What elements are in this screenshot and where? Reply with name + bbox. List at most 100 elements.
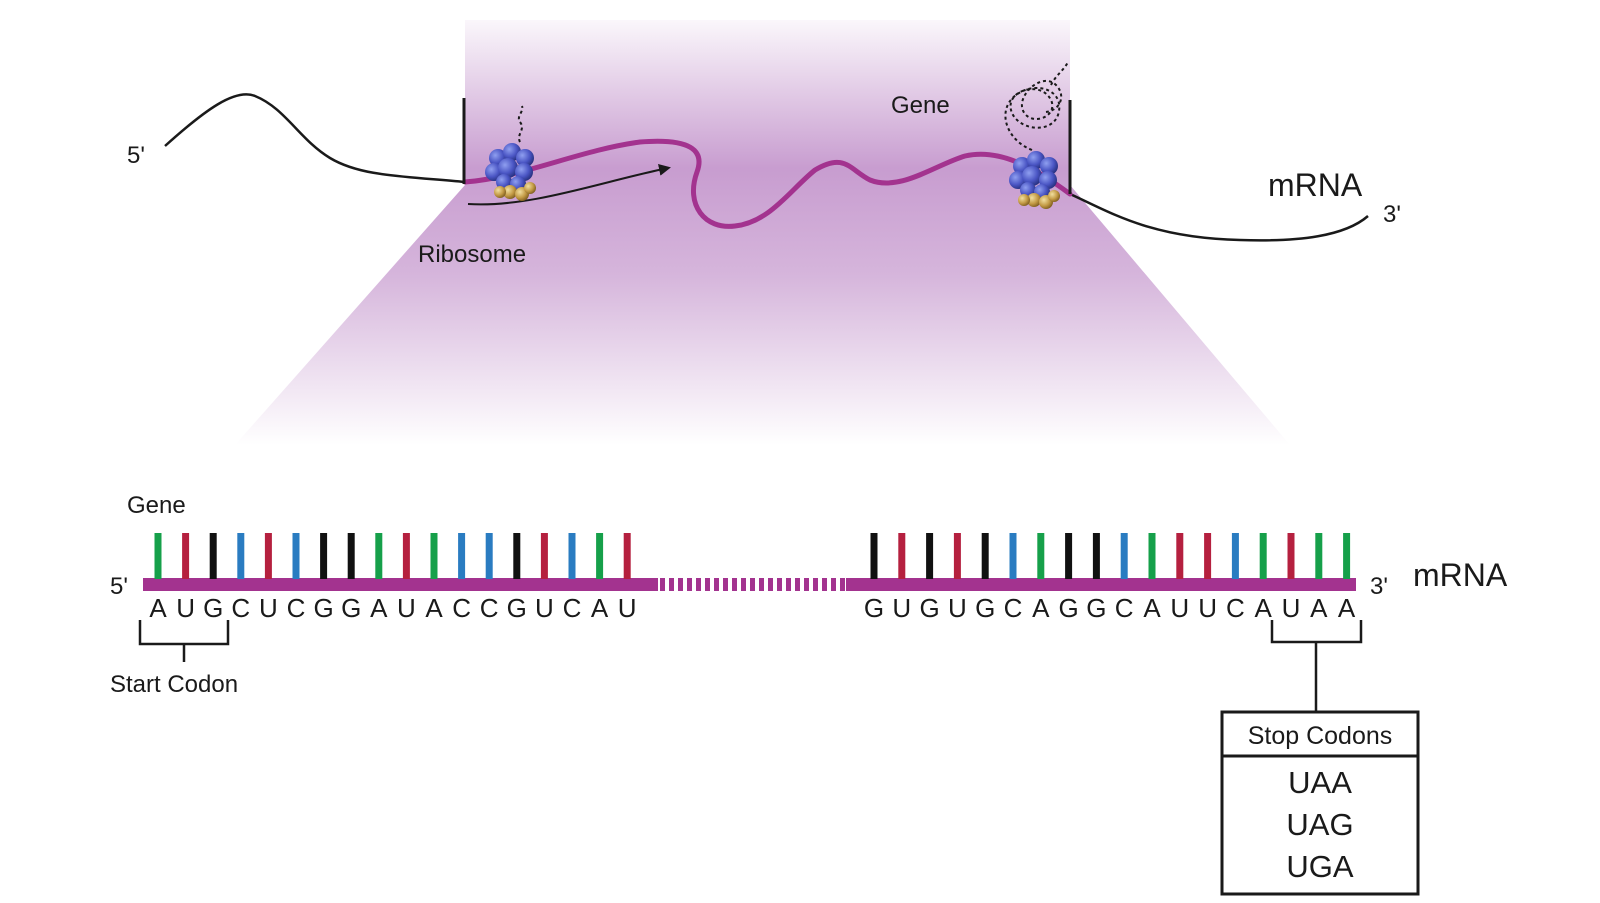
omitted-sequence-dash	[822, 578, 827, 591]
left-base-bar	[623, 533, 631, 579]
left-base-bar	[485, 533, 493, 579]
left-base-bar	[402, 533, 410, 579]
right-base-letter: A	[1338, 593, 1356, 623]
right-base-bar	[1343, 533, 1351, 579]
right-base-letter: C	[1115, 593, 1134, 623]
right-base-bar	[1204, 533, 1212, 579]
base-bars-right	[870, 533, 1351, 579]
left-base-bar	[375, 533, 383, 579]
left-base-letter: U	[259, 593, 278, 623]
omitted-sequence-dash	[795, 578, 800, 591]
left-base-letter: A	[149, 593, 167, 623]
omitted-sequence-dash	[669, 578, 674, 591]
omitted-sequence-dash	[741, 578, 746, 591]
right-base-letter: A	[1143, 593, 1161, 623]
right-base-bar	[1231, 533, 1239, 579]
omitted-sequence-dash	[786, 578, 791, 591]
omitted-sequence-dash	[750, 578, 755, 591]
left-base-letter: U	[397, 593, 416, 623]
mrna-strand-left	[164, 93, 466, 184]
omitted-sequence-dash	[840, 578, 845, 591]
omitted-sequence-dash	[687, 578, 692, 591]
omitted-sequence-dash	[696, 578, 701, 591]
left-base-letter: A	[425, 593, 443, 623]
top-ribosome-label: Ribosome	[418, 241, 526, 268]
left-base-bar	[182, 533, 190, 579]
left-base-letter: C	[480, 593, 499, 623]
left-base-bar	[154, 533, 162, 579]
left-base-letter: C	[563, 593, 582, 623]
start-codon-label: Start Codon	[110, 671, 238, 698]
left-base-bar	[237, 533, 245, 579]
right-base-bar	[1259, 533, 1267, 579]
mrna-backbone-right	[846, 578, 1356, 591]
left-base-letter: U	[535, 593, 554, 623]
right-base-letter: U	[1282, 593, 1301, 623]
right-base-bar	[1092, 533, 1100, 579]
left-base-letter: C	[231, 593, 250, 623]
right-base-bar	[1176, 533, 1184, 579]
right-base-letter: A	[1255, 593, 1273, 623]
left-base-letter: A	[370, 593, 388, 623]
right-base-bar	[981, 533, 989, 579]
ribosome-with-polypeptide-icon	[1004, 61, 1069, 209]
left-base-letter: G	[203, 593, 223, 623]
left-base-letter: U	[618, 593, 637, 623]
bottom-three-prime-label: 3'	[1370, 573, 1388, 600]
stop-codon-1: UAA	[1288, 765, 1352, 800]
top-three-prime-label: 3'	[1383, 201, 1401, 228]
right-base-letter: U	[948, 593, 967, 623]
omitted-sequence-dash	[732, 578, 737, 591]
mrna-strand-right	[1069, 192, 1369, 242]
omitted-sequence-dash	[759, 578, 764, 591]
omitted-sequence-dashes	[660, 578, 845, 591]
left-base-letter: C	[452, 593, 471, 623]
omitted-sequence-dash	[723, 578, 728, 591]
bottom-mrna-label: mRNA	[1413, 557, 1508, 593]
right-base-letter: U	[892, 593, 911, 623]
right-base-bar	[1148, 533, 1156, 579]
right-base-letter: G	[864, 593, 884, 623]
right-base-bar	[1037, 533, 1045, 579]
bottom-five-prime-label: 5'	[110, 573, 128, 600]
stop-codons-box	[1220, 710, 1420, 896]
left-base-bar	[430, 533, 438, 579]
mrna-backbone-left	[143, 578, 658, 591]
direction-arrow	[467, 163, 671, 206]
omitted-sequence-dash	[777, 578, 782, 591]
left-base-letter: G	[313, 593, 333, 623]
right-base-letter: G	[1086, 593, 1106, 623]
right-base-letter: G	[975, 593, 995, 623]
right-base-bar	[870, 533, 878, 579]
right-base-letter: G	[1058, 593, 1078, 623]
top-five-prime-label: 5'	[127, 142, 145, 169]
left-base-letter: G	[341, 593, 361, 623]
left-base-letter: A	[591, 593, 609, 623]
magnification-beam	[235, 20, 1290, 445]
right-base-letter: U	[1198, 593, 1217, 623]
left-base-bar	[513, 533, 521, 579]
left-base-bar	[458, 533, 466, 579]
right-base-bar	[1287, 533, 1295, 579]
left-base-letter: G	[507, 593, 527, 623]
stop-codons-title: Stop Codons	[1248, 722, 1393, 750]
right-base-bar	[953, 533, 961, 579]
right-base-bar	[1065, 533, 1073, 579]
omitted-sequence-dash	[660, 578, 665, 591]
right-base-letter: G	[919, 593, 939, 623]
right-base-bar	[1315, 533, 1323, 579]
top-gene-label: Gene	[891, 92, 950, 119]
stop-codon-bracket	[1270, 620, 1363, 712]
right-base-bar	[926, 533, 934, 579]
right-base-letter: U	[1170, 593, 1189, 623]
top-mrna-label: mRNA	[1268, 167, 1363, 203]
right-base-letter: C	[1226, 593, 1245, 623]
omitted-sequence-dash	[813, 578, 818, 591]
omitted-sequence-dash	[804, 578, 809, 591]
right-base-letter: A	[1310, 593, 1328, 623]
left-base-bar	[264, 533, 272, 579]
left-base-bar	[596, 533, 604, 579]
left-base-bar	[292, 533, 300, 579]
